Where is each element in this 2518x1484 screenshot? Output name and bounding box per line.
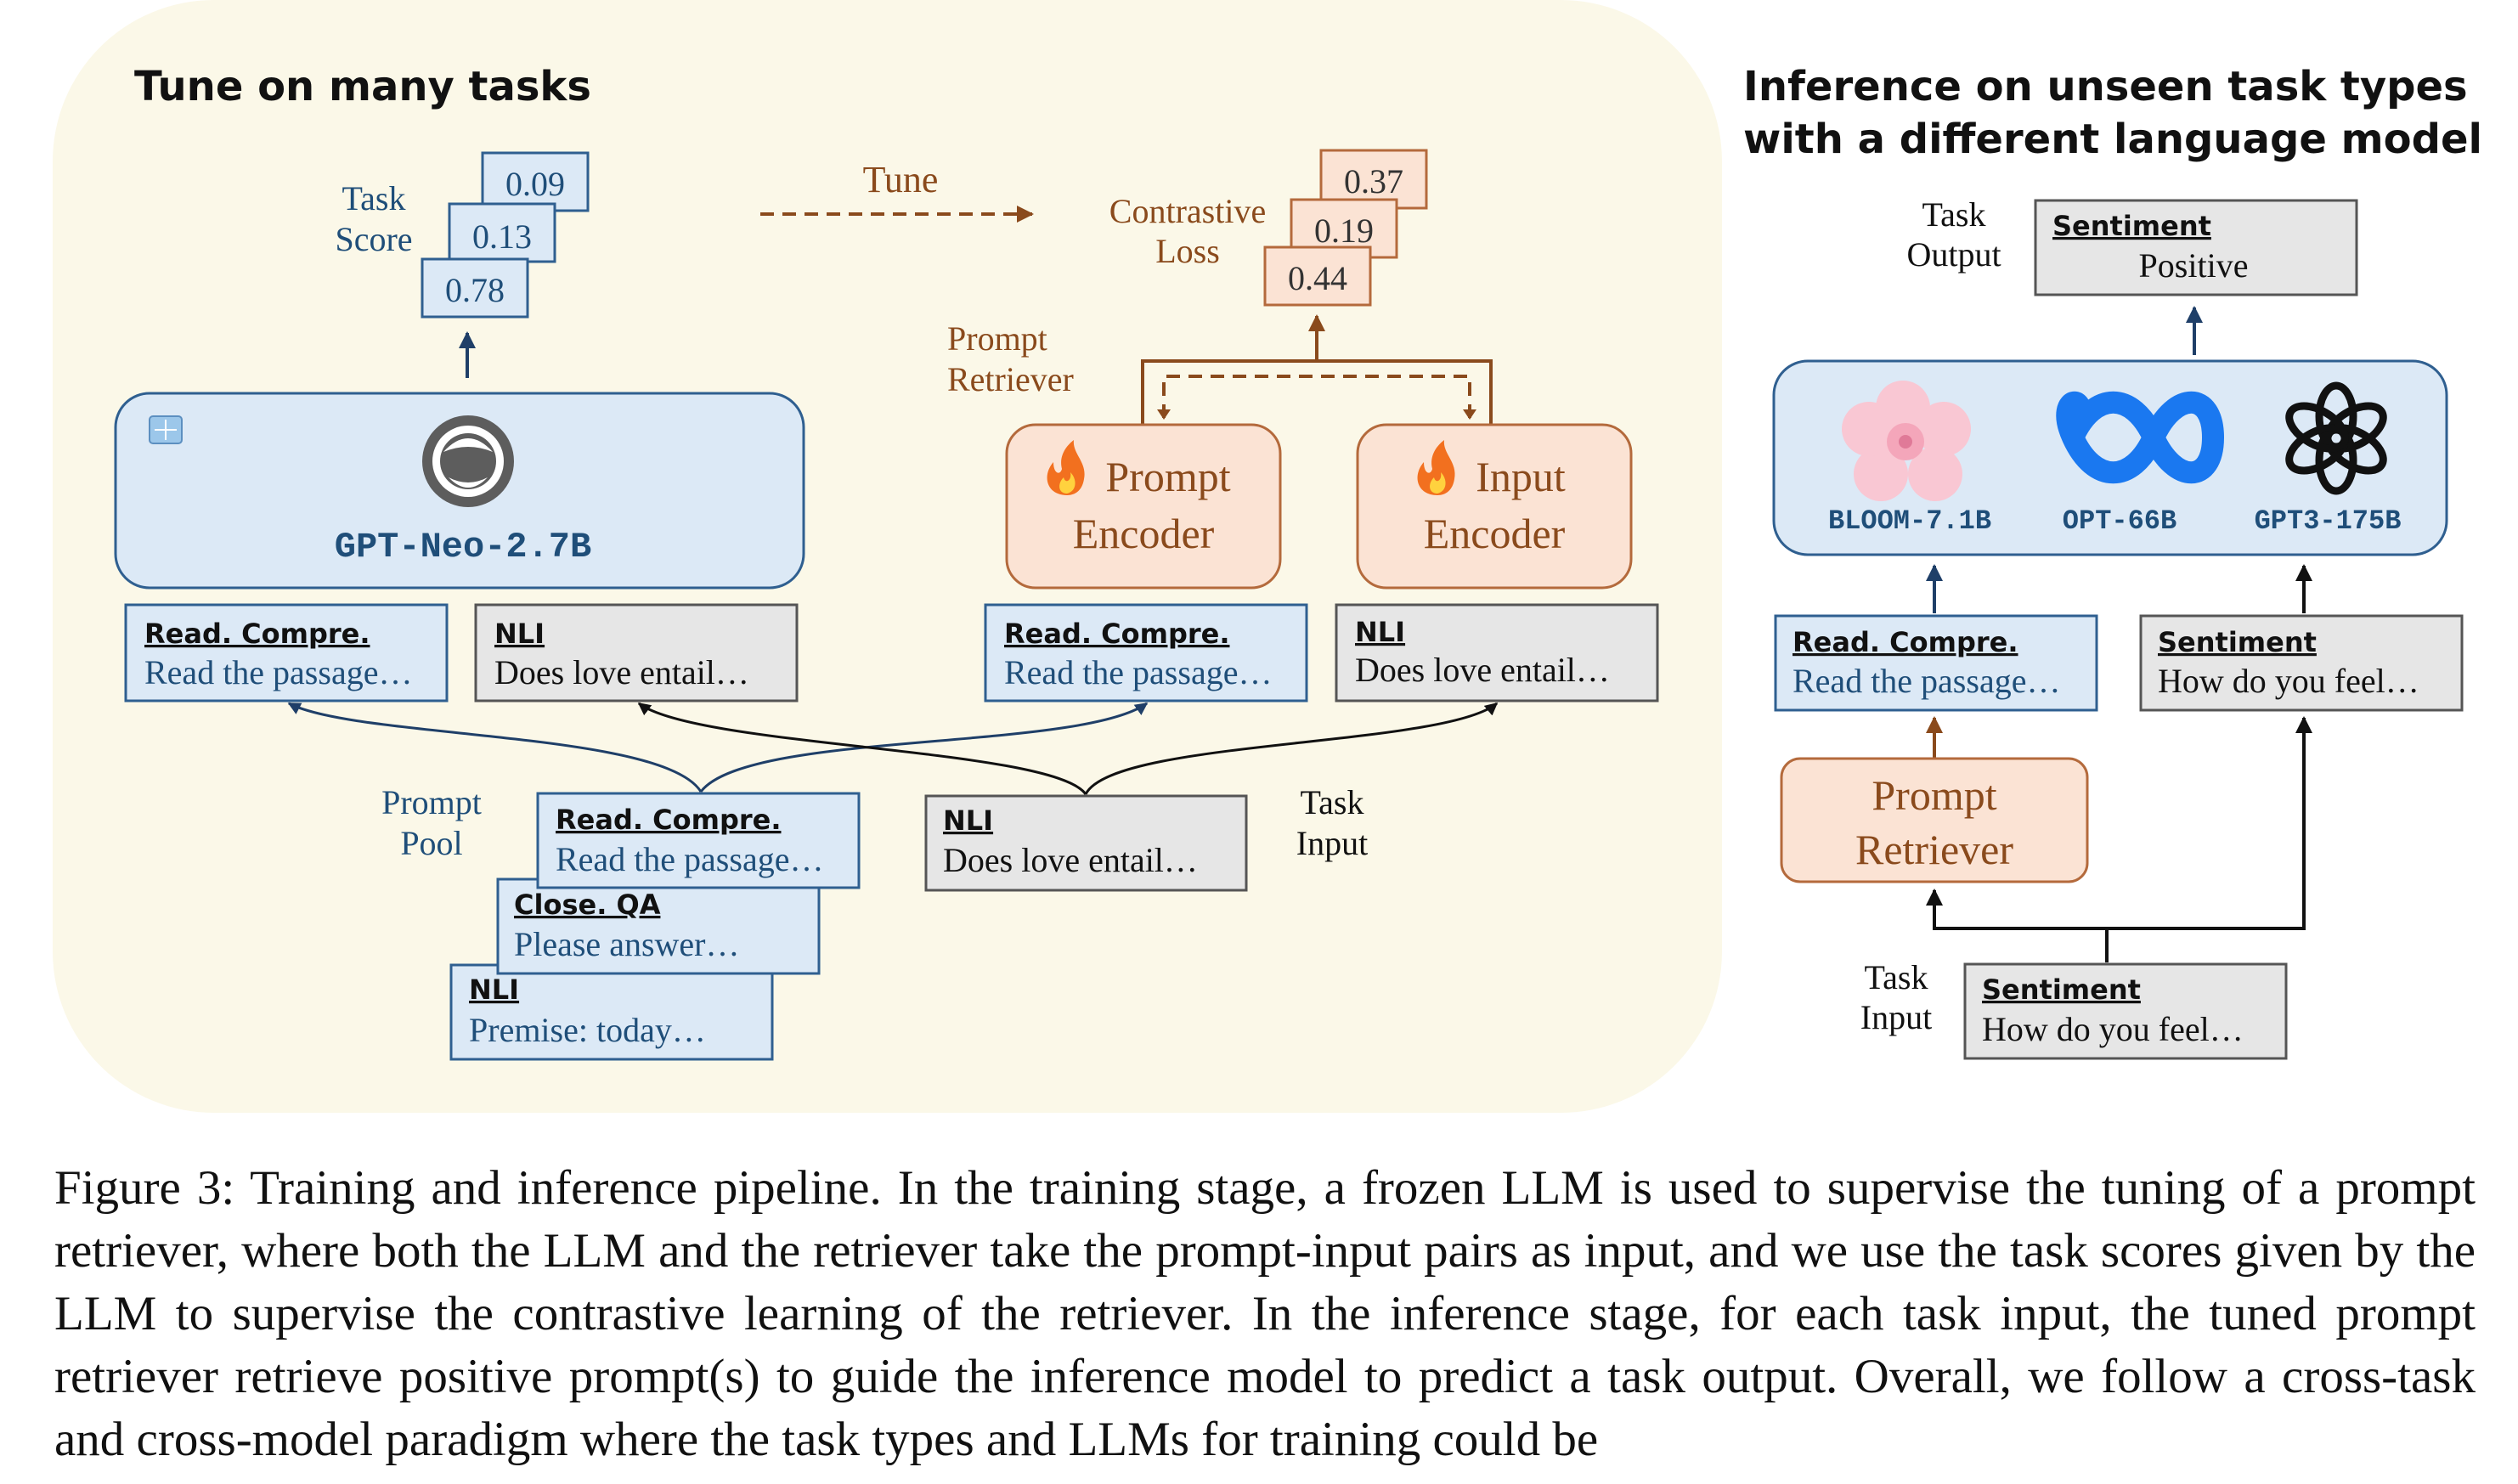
model-name: BLOOM-7.1B [1828,505,1991,537]
input-encoder-line1: Input [1476,453,1566,500]
box-text: Read the passage… [556,840,823,878]
inference-input-box [2139,614,2464,712]
prompt-pool-label-line2: Pool [400,824,462,862]
box-text: Positive [2139,246,2249,285]
retriever-prompt-box [984,603,1308,703]
box-text: Does love entail… [1355,651,1610,689]
meta-infinity-icon [2056,391,2225,484]
task-output-label-line1: Task [1922,195,1986,234]
box-tag: NLI [1355,616,1405,648]
task-output-label-line2: Output [1906,235,2001,274]
box-tag: NLI [494,618,545,650]
box-text: Read the passage… [1793,662,2060,700]
box-tag: Read. Compre. [1793,626,2018,658]
task-score-label-line2: Score [335,220,412,258]
box-text: Please answer… [514,925,739,963]
prompt-pool-stack: NLI Premise: today… Close. QA Please ans… [449,792,861,1061]
pipeline-diagram: Tune on many tasks Task Score 0.09 0.13 … [53,0,2482,1113]
box-tag: NLI [943,804,993,837]
box-tag: Read. Compre. [556,804,782,836]
box-text: How do you feel… [2158,662,2419,700]
tune-label: Tune [863,159,939,200]
box-text: Read the passage… [144,653,412,691]
task-input-label-line2: Input [1296,824,1368,862]
inference-task-input-box [1963,962,2288,1060]
task-input-label-line1: Task [1301,783,1364,821]
retriever-line1: Prompt [1872,771,1996,819]
box-text: Premise: today… [469,1011,706,1049]
inference-prompt-box [1774,614,2098,712]
retriever-line2: Retriever [1855,826,2013,873]
model-name: OPT-66B [2063,505,2176,537]
box-tag: Close. QA [514,889,661,921]
inference-task-input-label-line1: Task [1865,958,1928,996]
box-tag: Read. Compre. [1004,618,1230,650]
box-tag: NLI [469,973,519,1006]
frozen-icon [149,415,183,444]
input-encoder-line2: Encoder [1424,510,1566,557]
box-text: Read the passage… [1004,653,1272,691]
inference-prompt-retriever-box [1780,757,2089,883]
openai-knot-icon [2285,381,2387,495]
task-input-routing [2107,716,2312,930]
prompt-retriever-label-line2: Retriever [947,360,1074,398]
box-tag: Read. Compre. [144,618,370,650]
inference-title-line1: Inference on unseen task types [1743,63,2468,110]
task-score-value: 0.13 [472,217,532,256]
task-input-routing [1926,889,2109,962]
dashed-arrowhead [1463,409,1476,420]
loss-stack: 0.37 0.19 0.44 [1263,149,1428,307]
llm-input-box [474,603,799,703]
contrastive-loss-label-line1: Contrastive [1109,192,1266,230]
input-encoder-box [1356,423,1633,590]
flame-icon [1047,440,1085,495]
task-score-stack: 0.09 0.13 0.78 [421,151,590,319]
box-text: How do you feel… [1982,1010,2244,1048]
training-title: Tune on many tasks [134,63,591,110]
task-score-value: 0.09 [505,165,565,203]
contrastive-loss-label-line2: Loss [1155,232,1220,270]
gpt-neo-logo-icon [422,415,514,507]
prompt-retriever-label-line1: Prompt [947,319,1047,358]
prompt-encoder-box [1005,423,1282,590]
llm-prompt-box [124,603,449,703]
model-name: GPT3-175B [2255,505,2402,537]
figure-caption: Figure 3: Training and inference pipelin… [54,1161,2476,1466]
loss-value: 0.37 [1344,162,1403,200]
llm-name: GPT-Neo-2.7B [335,527,591,567]
box-tag: Sentiment [2052,210,2211,242]
dashed-arrowhead [1157,409,1171,420]
inference-task-input-label-line2: Input [1860,998,1932,1036]
box-tag: Sentiment [2158,626,2317,658]
input-to-retriever-input-arrow [1084,702,1499,795]
pool-to-llm-prompt-arrow [287,702,703,793]
prompt-pool-label-line1: Prompt [381,783,482,821]
input-to-llm-input-arrow [637,702,1087,795]
training-task-input-box [924,794,1248,892]
retriever-input-box [1335,603,1659,703]
cherry-blossom-icon [1842,381,1971,501]
task-score-label-line1: Task [342,179,406,217]
loss-value: 0.44 [1288,259,1347,297]
prompt-encoder-line1: Prompt [1105,453,1230,500]
box-text: Does love entail… [943,841,1198,879]
prompt-encoder-line2: Encoder [1073,510,1215,557]
task-output-box [2034,199,2358,296]
pool-to-retriever-prompt-arrow [699,702,1149,793]
loss-value: 0.19 [1314,212,1374,250]
box-text: Does love entail… [494,653,749,691]
flame-icon [1417,440,1455,495]
inference-title-line2: with a different language model [1743,116,2482,163]
task-score-value: 0.78 [445,271,505,309]
box-tag: Sentiment [1982,973,2141,1006]
